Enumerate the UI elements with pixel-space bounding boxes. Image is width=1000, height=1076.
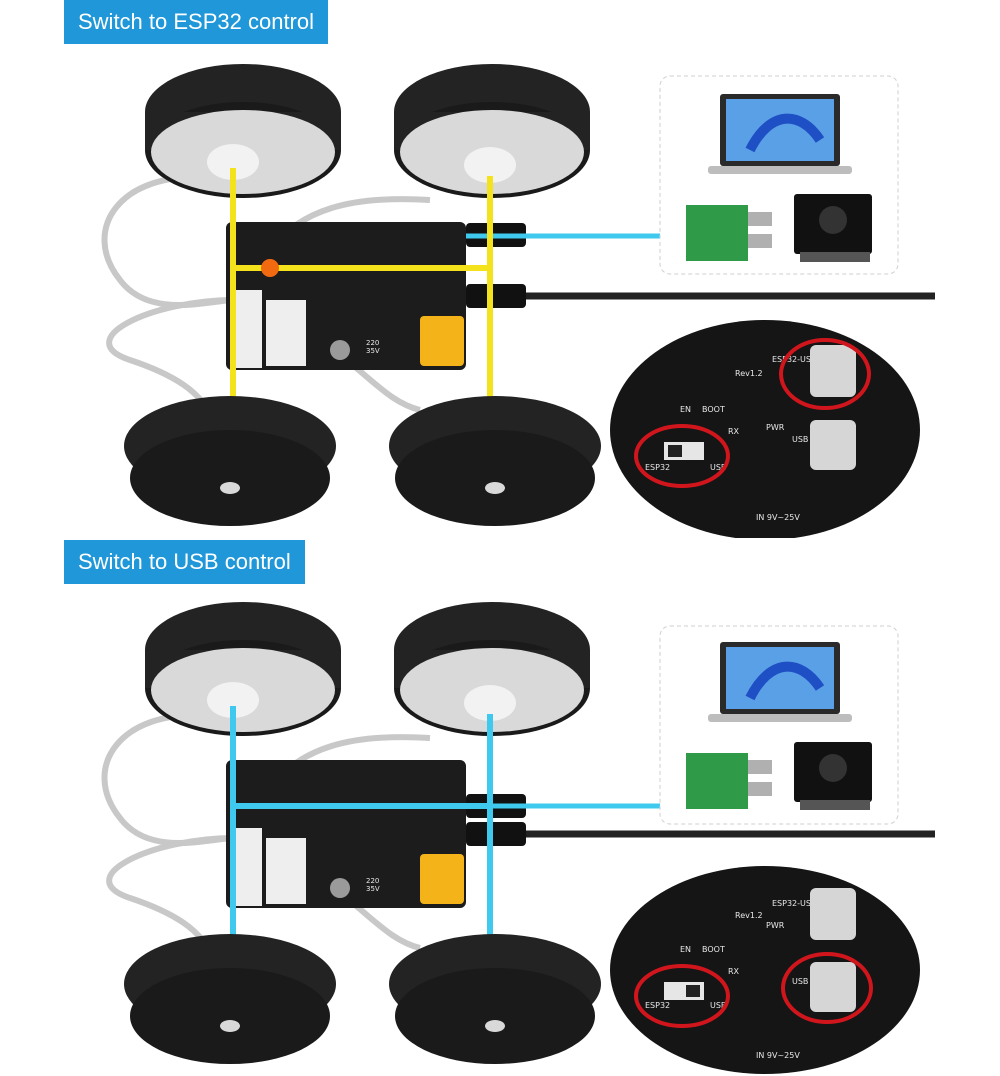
power-in-label: IN 9V~25V [756,513,800,522]
wheel-bottom-right [389,934,601,1064]
en-label: EN [680,945,691,954]
panel-usb-control: 220 35V [0,538,1000,1076]
wheel-top-right [394,602,590,736]
cap-value-label: 220 [366,877,379,885]
cap-voltage-label: 35V [366,347,380,355]
port-highlight-ring [781,952,873,1024]
cap-value-label: 220 [366,339,379,347]
port-highlight-ring [779,338,871,410]
motor-connector [266,838,306,904]
switch-highlight-ring [634,424,730,488]
motor-connector [232,290,262,368]
esp32-usb-port-label: ESP32-USB [772,355,816,364]
en-label: EN [680,405,691,414]
switch-slider [668,445,682,457]
panel-esp32-control: 220 35V [64,0,935,538]
capacitor [330,340,350,360]
boot-label: BOOT [702,405,725,414]
wheel-top-right [394,64,590,198]
usb-port [810,962,856,1012]
usb-diagram: 220 35V [101,602,935,1074]
board-zoom-view: Rev1.2 EN BOOT ESP32 USB RX ESP32-USB US… [610,320,920,538]
wheel-top-left [145,602,341,736]
jetson-icon [794,742,872,810]
wheel-bottom-left [124,396,336,526]
rx-label: RX [728,967,740,976]
grey-cable [101,712,236,846]
raspberry-pi-icon [686,753,772,809]
rev-label: Rev1.2 [735,911,763,920]
esp32-diagram: 220 35V [101,64,935,538]
wheel-bottom-right [389,396,601,526]
grey-cable [106,835,236,946]
switch-slider [686,985,700,997]
panel-title: Switch to USB control [64,540,305,584]
raspberry-pi-icon [686,205,772,261]
laptop-icon [708,642,852,722]
esp32-switch-label: ESP32 [645,1001,670,1010]
jetson-icon [794,194,872,262]
rev-label: Rev1.2 [735,369,763,378]
capacitor [330,878,350,898]
cap-voltage-label: 35V [366,885,380,893]
pwr-label: PWR [766,423,785,432]
grey-cable [101,174,236,308]
board-zoom-view: Rev1.2 EN BOOT ESP32 USB RX ESP32-USB US… [610,866,920,1074]
xt60-connector [420,854,464,904]
grey-cable [106,297,236,408]
usb-port-label: USB [792,977,808,986]
laptop-icon [708,94,852,174]
esp32-chip-dot [261,259,279,277]
esp32-usb-port [810,888,856,940]
wheel-top-left [145,64,341,198]
control-wires [230,168,493,400]
usb-switch-label: USB [710,463,726,472]
wheel-bottom-left [124,934,336,1064]
power-plug [466,822,526,846]
usb-port [810,420,856,470]
esp32-usb-port [810,345,856,397]
boot-label: BOOT [702,945,725,954]
usb-port-label: USB [792,435,808,444]
rx-label: RX [728,427,740,436]
pwr-label: PWR [766,921,785,930]
xt60-connector [420,316,464,366]
motor-connector [266,300,306,366]
esp32-usb-port-label: ESP32-USB [772,899,816,908]
esp32-switch-label: ESP32 [645,463,670,472]
switch-highlight-ring [634,964,730,1028]
power-in-label: IN 9V~25V [756,1051,800,1060]
usb-switch-label: USB [710,1001,726,1010]
power-plug [466,284,526,308]
panel-title: Switch to ESP32 control [64,0,329,44]
control-wires [230,706,493,938]
motor-connector [232,828,262,906]
